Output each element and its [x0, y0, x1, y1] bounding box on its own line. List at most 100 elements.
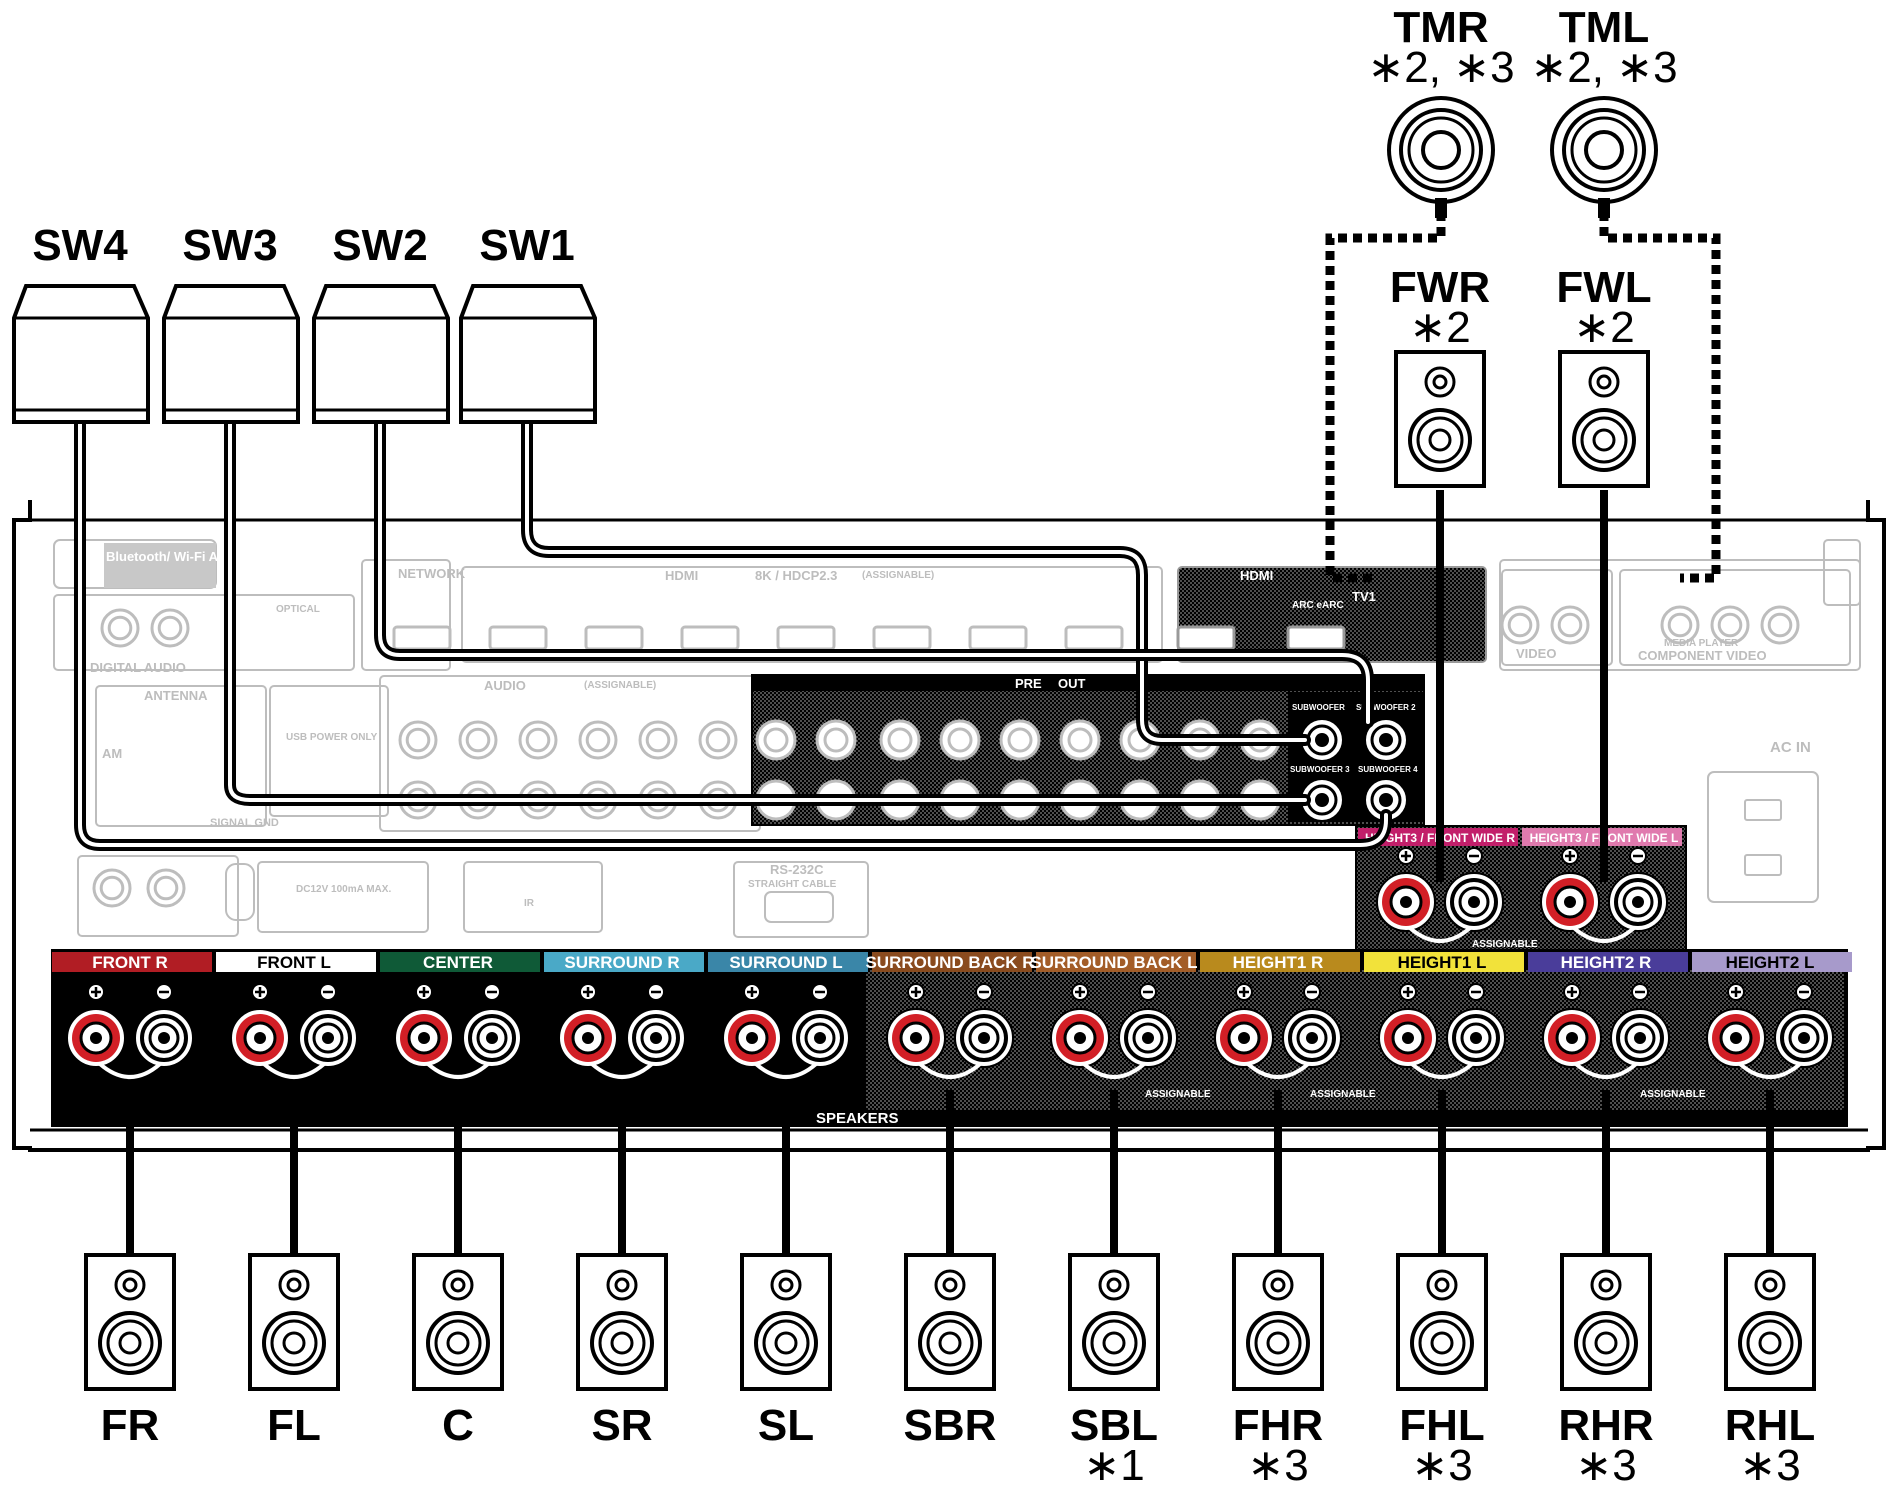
terminal-bridge-3 — [590, 1062, 654, 1079]
rs232c-label: RS-232C — [770, 862, 824, 877]
hdmi-in-port-1 — [488, 625, 548, 651]
label-fhl: FHL — [1399, 1401, 1485, 1450]
pre-out-jack-top-5 — [1059, 719, 1101, 761]
neg-terminal-hole-10 — [1798, 1032, 1810, 1044]
pre-out-jack-top-1 — [815, 719, 857, 761]
terminal-header-0 — [52, 952, 212, 972]
speaker-sbl-woofer-dome — [1102, 1331, 1126, 1355]
pre-out-jack-top-inner-4 — [1007, 727, 1033, 753]
audio-in-L-1 — [458, 720, 498, 760]
plus-icon-mark-0 — [91, 987, 101, 997]
pos-terminal-hole-4 — [746, 1032, 758, 1044]
speaker-fhl-tweeter-dome — [1434, 1277, 1450, 1293]
pre-out-jack-top-inner-2 — [887, 727, 913, 753]
digital-jack-0-inner — [107, 615, 133, 641]
neg-terminal-hole-2 — [486, 1032, 498, 1044]
speaker-fhl-woofer-dome — [1430, 1331, 1454, 1355]
hdmi-in-port-6 — [968, 625, 1028, 651]
label-sbr: SBR — [904, 1401, 997, 1450]
signal-jack-0 — [92, 868, 132, 908]
note-fwr: ∗2 — [1409, 303, 1470, 352]
note-sbl: ∗1 — [1083, 1441, 1144, 1490]
pre-out-jack-top-inner-0 — [763, 727, 789, 753]
cable-sw2-inner — [378, 418, 1370, 724]
speaker-sl-tweeter-dome — [778, 1277, 794, 1293]
height3-assignable-tag: ASSIGNABLE — [1472, 939, 1538, 950]
pos-terminal-hole-3 — [582, 1032, 594, 1044]
speaker-rhl-tweeter-dome — [1762, 1277, 1778, 1293]
plus-icon-mark-8 — [1403, 987, 1413, 997]
optical-label: OPTICAL — [276, 604, 320, 615]
terminal-header-9 — [1528, 952, 1688, 972]
pos-terminal-hole-8 — [1402, 1032, 1414, 1044]
hdmi-spec-label: 8K / HDCP2.3 — [755, 568, 837, 583]
terminal-header-2 — [380, 952, 540, 972]
label-fr: FR — [101, 1401, 160, 1450]
neg-terminal-hole-6 — [1142, 1032, 1154, 1044]
neg-terminal-hole-4 — [814, 1032, 826, 1044]
subwoofer-jack-ring-1 — [1370, 724, 1402, 756]
speaker-sr-tweeter-dome — [614, 1277, 630, 1293]
subwoofer-0 — [12, 284, 150, 424]
terminal-bridge-10 — [1738, 1062, 1802, 1079]
signal-jack-1-inner — [153, 875, 179, 901]
label-sw1: SW1 — [479, 221, 574, 270]
terminal-bridge-4 — [754, 1062, 818, 1079]
antenna-label: ANTENNA — [144, 688, 208, 703]
component-jack-2-inner — [1767, 612, 1793, 638]
hdmi-assignable-label: (ASSIGNABLE) — [862, 570, 934, 581]
subwoofer-2 — [312, 284, 450, 424]
pre-out-label: PRE — [1015, 676, 1042, 691]
component-jack-1 — [1710, 605, 1750, 645]
subwoofer-2-label: SUBWOOFER 2 — [1356, 703, 1416, 712]
terminal-header-label-9: HEIGHT2 R — [1561, 953, 1652, 972]
plus-icon-mark-1 — [255, 987, 265, 997]
terminal-header-label-8: HEIGHT1 L — [1398, 953, 1487, 972]
terminal-header-7 — [1200, 952, 1360, 972]
speaker-sr-woofer-dome — [610, 1331, 634, 1355]
speaker-fwr-woofer-dome — [1428, 428, 1452, 452]
speaker-fhr-woofer-dome — [1266, 1331, 1290, 1355]
speakers — [12, 96, 1816, 1391]
neg-terminal-hole-h3-0 — [1468, 896, 1480, 908]
label-c: C — [442, 1401, 474, 1450]
ceiling-speaker-dome-0 — [1421, 130, 1461, 170]
audio-in-L-2-inner — [525, 727, 551, 753]
terminal-bridge-9 — [1574, 1062, 1638, 1079]
terminal-bridge-1 — [262, 1062, 326, 1079]
label-sr: SR — [591, 1401, 652, 1450]
label-sw2: SW2 — [332, 221, 427, 270]
speaker-sbl-tweeter-dome — [1106, 1277, 1122, 1293]
pre-out-jack-top-inner-5 — [1067, 727, 1093, 753]
audio-in-L-4 — [638, 720, 678, 760]
terminal-header-label-10: HEIGHT2 L — [1726, 953, 1815, 972]
note-fwl: ∗2 — [1573, 303, 1634, 352]
hdmi-out-label: HDMI — [1240, 568, 1273, 583]
digital-jack-1 — [150, 608, 190, 648]
pre-out-jack-top-inner-3 — [947, 727, 973, 753]
component-jack-2 — [1760, 605, 1800, 645]
hdmi-in-port-7 — [1064, 625, 1124, 651]
label-sw4: SW4 — [32, 221, 128, 270]
pos-terminal-hole-h3-0 — [1400, 896, 1412, 908]
neg-terminal-hole-8 — [1470, 1032, 1482, 1044]
plus-icon-mark-h3-0 — [1401, 851, 1411, 861]
audio-assignable-label: (ASSIGNABLE) — [584, 680, 656, 691]
pre-out-jack-top-inner-1 — [823, 727, 849, 753]
label-rhl: RHL — [1725, 1401, 1815, 1450]
component-video-label: COMPONENT VIDEO — [1638, 648, 1767, 663]
assignable-tag-0: ASSIGNABLE — [1145, 1089, 1211, 1100]
pre-out-jack-top-0 — [755, 719, 797, 761]
speaker-labels: SW4 SW3 SW2 SW1 TMR ∗2, ∗3 TML ∗2, ∗3 FW… — [32, 3, 1677, 352]
hdmi-in-port-3 — [680, 625, 740, 651]
speaker-fr-woofer-dome — [118, 1331, 142, 1355]
pos-terminal-hole-2 — [418, 1032, 430, 1044]
audio-in-L-2 — [518, 720, 558, 760]
label-tmr: TMR — [1393, 3, 1488, 52]
subwoofer-jack-pin-2 — [1315, 793, 1329, 807]
neg-terminal-hole-7 — [1306, 1032, 1318, 1044]
